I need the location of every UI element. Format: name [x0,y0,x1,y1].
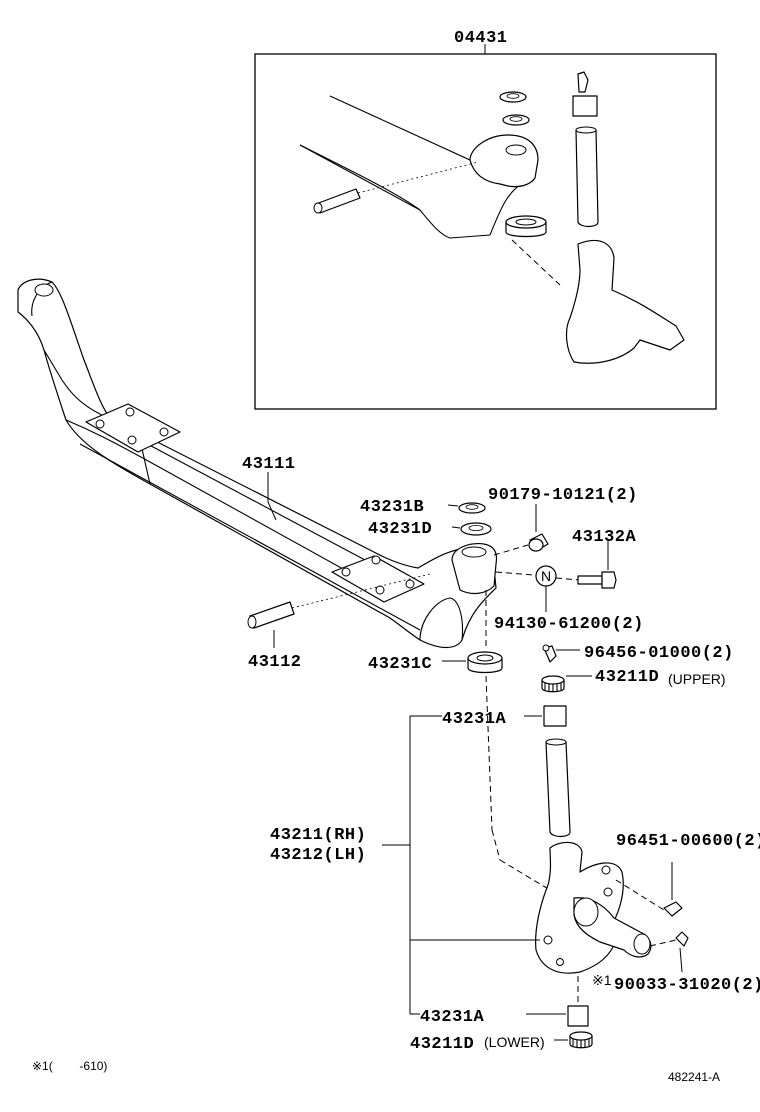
callout-43211-rh: 43211(RH) [270,826,366,845]
footnote: ※1( -610) [32,1059,107,1073]
callout-96451-00600: 96451-00600(2) [616,832,760,851]
callout-43211d-upper: 43211D [595,668,659,687]
nut-94130: N [535,565,557,587]
spring-pad-left [85,403,181,453]
inset-grease-fitting [577,71,589,93]
inset-axle-boss [469,134,539,188]
grease-fitting-96456 [542,644,557,663]
figure-code: 482241-A [668,1070,720,1084]
grease-fitting-96451 [663,862,683,917]
callout-94130-61200: 94130-61200(2) [494,615,644,634]
callout-43112: 43112 [248,653,302,672]
bushing-43231a-lower [567,1005,589,1027]
bushing-43231c [467,651,503,674]
spring-pad-right [331,555,425,603]
shim-43231d [460,522,492,536]
kit-inset-frame [254,53,717,410]
axle-stud [247,573,431,629]
bushing-43231a-upper [543,705,567,727]
callout-04431: 04431 [454,29,508,48]
king-pin [545,738,571,838]
nut-mark: N [541,568,551,584]
inset-bushing [505,215,547,238]
inset-axle-lower-edge [299,144,421,211]
callout-cap-mark: ※1 [592,972,612,988]
inset-king-pin [575,129,599,228]
axle-left-boss-hole [34,283,54,297]
axle-beam [17,278,498,649]
callout-43231a-upper: 43231A [442,710,507,729]
callout-43212-lh: 43212(LH) [270,846,366,865]
steering-knuckle [535,841,652,974]
callout-43231c: 43231C [368,655,432,674]
callout-43111: 43111 [242,455,296,474]
inset-pin-cap [572,95,598,117]
cap-90033 [675,931,689,973]
bolt-43132a [577,571,617,589]
pin-cap-upper [541,675,565,693]
inset-boss-hole [505,144,527,156]
callout-lower-suffix: (LOWER) [484,1034,545,1050]
kit-inset [254,44,717,410]
callout-43231d: 43231D [368,520,432,539]
callout-upper-suffix: (UPPER) [668,671,726,687]
callout-43231b: 43231B [360,498,424,517]
callout-43231a-lower: 43231A [420,1008,485,1027]
inset-stud [313,161,479,214]
plug-90179 [528,533,549,552]
callout-96456-01000: 96456-01000(2) [584,644,734,663]
pin-cap-lower [569,1031,593,1049]
callout-90179-10121: 90179-10121(2) [488,486,638,505]
callout-43211d-lower: 43211D [410,1035,474,1054]
inset-knuckle [565,239,685,364]
shim-43231b [458,502,486,514]
axle-right-boss [451,543,498,595]
callout-90033-31020: 90033-31020(2) [614,976,760,995]
leader-lines [267,472,609,1041]
callout-43132a: 43132A [572,528,637,547]
